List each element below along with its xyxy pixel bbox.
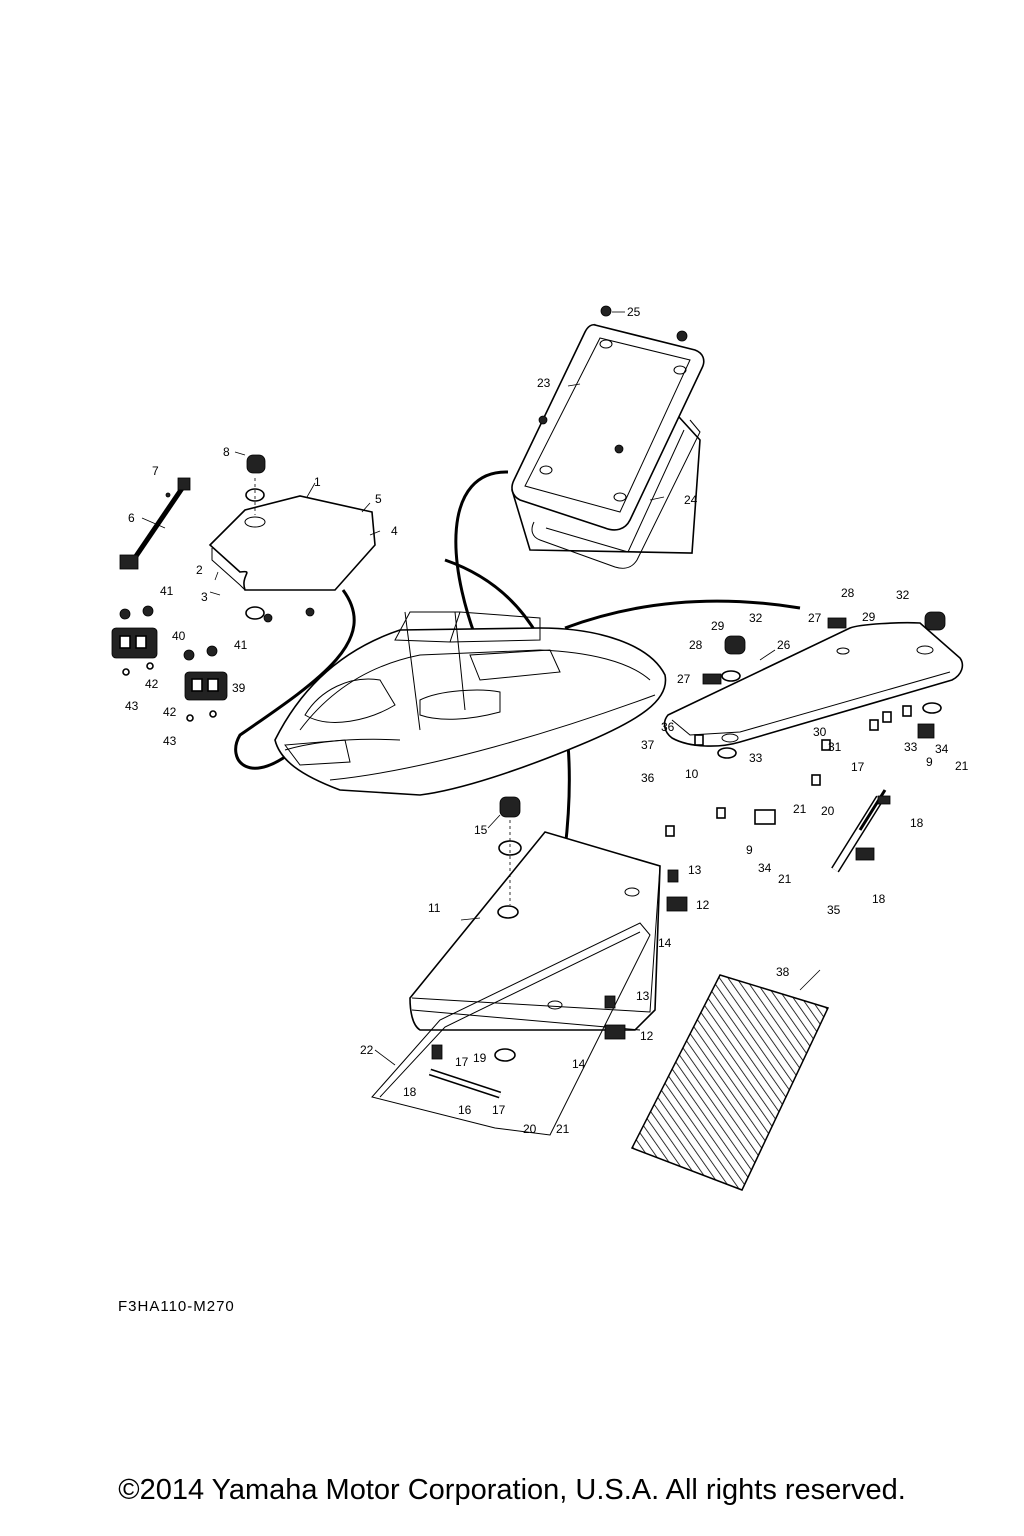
callout-40: 40 (172, 629, 186, 643)
callout-12a: 12 (696, 898, 710, 912)
callout-6: 6 (128, 511, 135, 525)
callout-31: 31 (828, 740, 842, 754)
callout-26: 26 (777, 638, 791, 652)
callout-39: 39 (232, 681, 246, 695)
callout-33b: 33 (904, 740, 918, 754)
callout-37: 37 (641, 738, 655, 752)
callout-35: 35 (827, 903, 841, 917)
copyright-notice: ©2014 Yamaha Motor Corporation, U.S.A. A… (118, 1474, 906, 1506)
part-11-lid (371, 796, 688, 1136)
callout-22: 22 (360, 1043, 374, 1057)
part-23-lid (511, 305, 705, 569)
callout-4: 4 (391, 524, 398, 538)
callout-27a: 27 (808, 611, 822, 625)
part-26-long-lid (663, 611, 964, 837)
callout-14b: 14 (572, 1057, 586, 1071)
callout-36b: 36 (641, 771, 655, 785)
callout-20b: 20 (523, 1122, 537, 1136)
callout-34a: 34 (758, 861, 772, 875)
callout-33a: 33 (749, 751, 763, 765)
callout-7: 7 (152, 464, 159, 478)
part-39-bracket (183, 645, 228, 722)
callout-34b: 34 (935, 742, 949, 756)
callout-25: 25 (627, 305, 641, 319)
part-40-bracket (111, 605, 158, 676)
callout-42b: 42 (163, 705, 177, 719)
callout-28a: 28 (841, 586, 855, 600)
callout-43b: 43 (163, 734, 177, 748)
part-38-mat (630, 974, 830, 1191)
callout-32a: 32 (749, 611, 763, 625)
callout-16: 16 (458, 1103, 472, 1117)
drawing-code: F3HA110-M270 (118, 1298, 235, 1315)
callout-36a: 36 (661, 720, 675, 734)
callout-30: 30 (813, 725, 827, 739)
callout-10: 10 (685, 767, 699, 781)
callout-20a: 20 (821, 804, 835, 818)
callout-17a: 17 (455, 1055, 469, 1069)
callout-29b: 29 (711, 619, 725, 633)
callout-29a: 29 (862, 610, 876, 624)
callout-38: 38 (776, 965, 790, 979)
callout-18c: 18 (872, 892, 886, 906)
callout-1: 1 (314, 475, 321, 489)
callout-17b: 17 (492, 1103, 506, 1117)
callout-14a: 14 (658, 936, 672, 950)
callout-9a: 9 (746, 843, 753, 857)
callout-2: 2 (196, 563, 203, 577)
callout-3: 3 (201, 590, 208, 604)
callout-labels: 1 2 3 4 5 6 7 8 9 9 10 11 12 12 13 13 14… (125, 305, 969, 1136)
callout-19: 19 (473, 1051, 487, 1065)
callout-28b: 28 (689, 638, 703, 652)
callout-42a: 42 (145, 677, 159, 691)
part-1-bow-lid (208, 454, 376, 623)
callout-32b: 32 (896, 588, 910, 602)
callout-18b: 18 (910, 816, 924, 830)
callout-12b: 12 (640, 1029, 654, 1043)
callout-8: 8 (223, 445, 230, 459)
callout-17c: 17 (851, 760, 865, 774)
callout-21a: 21 (793, 802, 807, 816)
callout-24: 24 (684, 493, 698, 507)
callout-43a: 43 (125, 699, 139, 713)
callout-21c: 21 (955, 759, 969, 773)
callout-13a: 13 (688, 863, 702, 877)
callout-5: 5 (375, 492, 382, 506)
callout-18a: 18 (403, 1085, 417, 1099)
callout-9b: 9 (926, 755, 933, 769)
callout-13b: 13 (636, 989, 650, 1003)
part-35-strut (831, 789, 891, 873)
callout-23: 23 (537, 376, 551, 390)
callout-27b: 27 (677, 672, 691, 686)
callout-21b: 21 (778, 872, 792, 886)
callout-15: 15 (474, 823, 488, 837)
callout-41a: 41 (160, 584, 174, 598)
callout-11: 11 (428, 901, 441, 915)
callout-41b: 41 (234, 638, 248, 652)
callout-21d: 21 (556, 1122, 570, 1136)
boat-hull (274, 611, 667, 796)
